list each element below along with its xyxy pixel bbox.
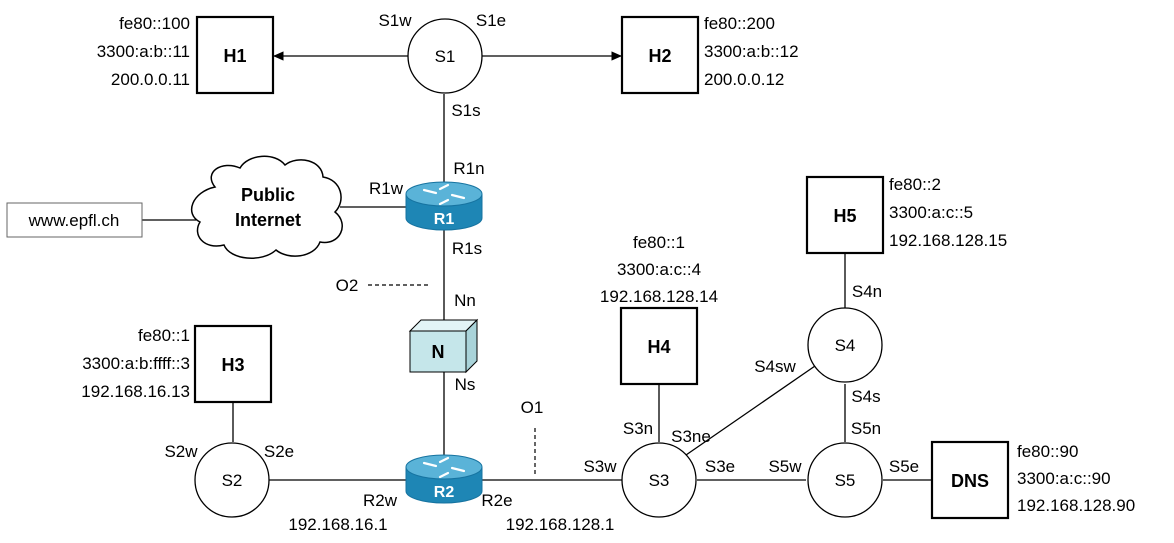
h1-addr-ipv4: 200.0.0.11 [111,70,190,89]
h5-addr-link-local: fe80::2 [889,175,941,194]
h5-addr-ipv4: 192.168.128.15 [889,231,1007,250]
h4-addr-link-local: fe80::1 [633,233,685,252]
observation-point-o2: O2 [336,276,359,295]
port-s4sw: S4sw [754,357,796,376]
switch-s1-name: S1 [435,47,456,66]
port-s3ne: S3ne [671,427,711,446]
h2-addr-ipv6: 3300:a:b::12 [704,42,799,61]
h4-addr-ipv4: 192.168.128.14 [600,287,718,306]
host-h4-name: H4 [647,337,670,357]
router-r1-name: R1 [434,211,455,228]
port-s3n: S3n [623,419,653,438]
h5-addr-ipv6: 3300:a:c::5 [889,203,973,222]
host-h3[interactable]: H3 [193,324,273,404]
host-h5-name: H5 [833,206,856,226]
public-internet-cloud[interactable]: Public Internet [190,155,343,259]
dns-addr-ipv4: 192.168.128.90 [1017,496,1135,515]
switch-s3-name: S3 [649,471,670,490]
port-nn: Nn [454,291,476,310]
h1-addr-link-local: fe80::100 [119,14,190,33]
port-ns: Ns [455,375,476,394]
port-s1s: S1s [451,101,480,120]
links [142,51,932,481]
website-box[interactable]: www.epfl.ch [6,202,143,238]
dns-addresses: fe80::90 3300:a:c::90 192.168.128.90 [1017,442,1135,515]
port-s1e: S1e [476,11,506,30]
h2-addr-link-local: fe80::200 [704,14,775,33]
h1-addresses: fe80::100 3300:a:b::11 200.0.0.11 [97,14,190,89]
router-icon [405,181,483,231]
router-r1[interactable]: R1 [405,181,483,231]
cloud-line2: Internet [235,210,301,230]
port-r1s: R1s [452,239,482,258]
h3-addresses: fe80::1 3300:a:b:ffff::3 192.168.16.13 [81,326,190,401]
port-s2e: S2e [264,442,294,461]
host-dns[interactable]: DNS [930,440,1010,520]
port-s1w: S1w [378,11,412,30]
r2-east-address: 192.168.128.1 [506,515,615,534]
port-s2w: S2w [164,442,198,461]
host-dns-name: DNS [951,471,989,491]
port-r1n: R1n [453,159,484,178]
host-h2-name: H2 [648,46,671,66]
port-r2e: R2e [481,491,512,510]
h4-addr-ipv6: 3300:a:c::4 [617,260,701,279]
cloud-line1: Public [241,185,295,205]
switch-s4[interactable]: S4 [807,307,883,383]
switch-s2-name: S2 [222,471,243,490]
link-s3-s4 [685,365,816,456]
port-s3e: S3e [705,457,735,476]
dns-addr-ipv6: 3300:a:c::90 [1017,469,1111,488]
switch-s4-name: S4 [835,336,856,355]
port-r2w: R2w [363,491,398,510]
host-h2[interactable]: H2 [620,15,700,95]
router-r2-name: R2 [434,484,455,501]
port-s5e: S5e [889,457,919,476]
r2-west-address: 192.168.16.1 [288,515,387,534]
port-s3w: S3w [583,457,617,476]
switch-s3[interactable]: S3 [621,442,697,518]
host-h4[interactable]: H4 [619,306,699,386]
host-h1[interactable]: H1 [195,15,275,95]
port-labels: S1w S1e S1s R1n R1w R1s Nn Ns S2w S2e R2… [164,11,919,510]
nat-box-name: N [432,342,445,362]
port-s5w: S5w [768,457,802,476]
h3-addr-ipv6: 3300:a:b:ffff::3 [82,354,190,373]
host-h1-name: H1 [223,46,246,66]
h3-addr-ipv4: 192.168.16.13 [81,382,190,401]
switch-s1[interactable]: S1 [407,18,483,94]
port-s5n: S5n [851,419,881,438]
h2-addr-ipv4: 200.0.0.12 [704,70,784,89]
switch-s2[interactable]: S2 [194,442,270,518]
router-r2[interactable]: R2 [405,454,483,504]
h1-addr-ipv6: 3300:a:b::11 [97,42,190,61]
observation-point-o1: O1 [521,398,544,417]
host-h3-name: H3 [221,355,244,375]
cube-box-icon [408,318,479,374]
switch-s5[interactable]: S5 [807,442,883,518]
cloud-icon [190,155,343,259]
host-h5[interactable]: H5 [805,175,885,255]
port-s4s: S4s [851,387,880,406]
router-icon [405,454,483,504]
h3-addr-link-local: fe80::1 [138,326,190,345]
h4-addresses: fe80::1 3300:a:c::4 192.168.128.14 [600,233,718,306]
h2-addresses: fe80::200 3300:a:b::12 200.0.0.12 [704,14,799,89]
nat-box-n[interactable]: N [408,318,479,374]
port-s4n: S4n [852,282,882,301]
website-label: www.epfl.ch [28,211,120,230]
dns-addr-link-local: fe80::90 [1017,442,1078,461]
port-r1w: R1w [369,179,404,198]
switch-s5-name: S5 [835,471,856,490]
h5-addresses: fe80::2 3300:a:c::5 192.168.128.15 [889,175,1007,250]
